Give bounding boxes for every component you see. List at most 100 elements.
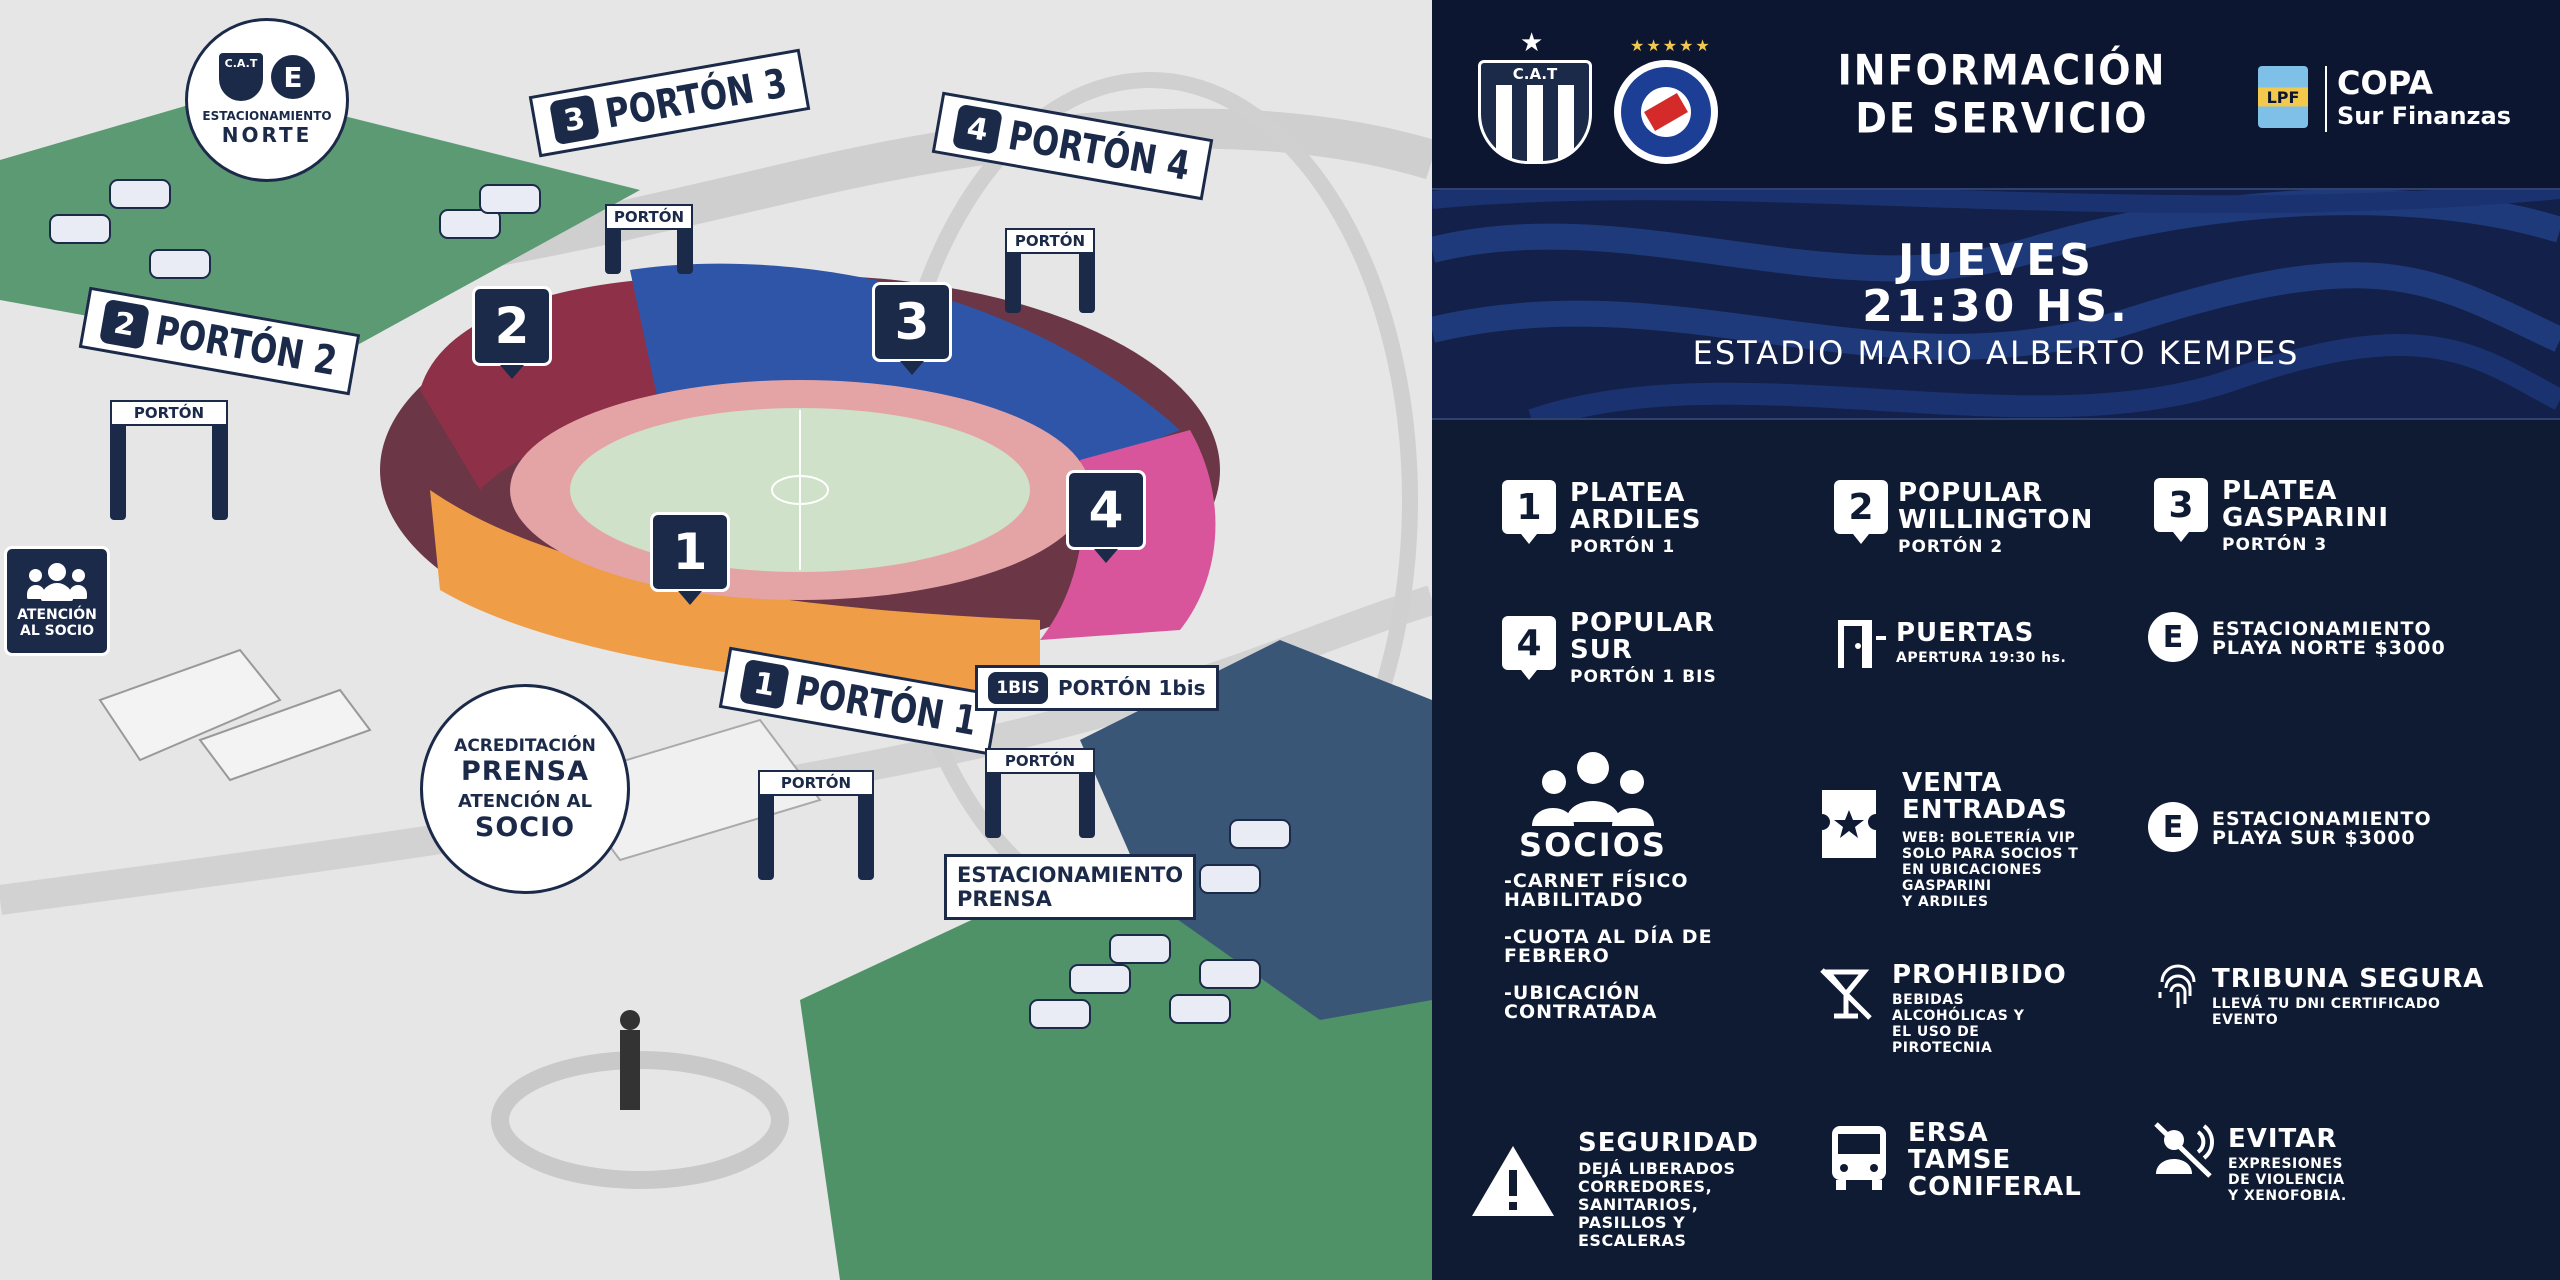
header-title: INFORMACIÓN DE SERVICIO: [1792, 46, 2212, 143]
club-shield-icon: C.A.T: [219, 53, 263, 101]
sector-line1: POPULAR: [1898, 478, 2044, 508]
prohibido-text: PIROTECNIA: [1892, 1040, 1993, 1056]
star-icon: ★: [1520, 28, 1544, 58]
parking-letter: E: [2162, 809, 2184, 845]
seguridad-text: DEJÁ LIBERADOS: [1578, 1159, 1736, 1178]
no-alcohol-icon: [1816, 964, 1876, 1024]
evitar-text: EXPRESIONES: [2228, 1156, 2344, 1172]
section-number: 4: [1088, 481, 1124, 539]
transporte-line: CONIFERAL: [1908, 1172, 2082, 1202]
gate-number: 3: [548, 94, 600, 146]
section-number: 3: [894, 293, 930, 351]
prohibido-title: PROHIBIDO: [1892, 960, 2067, 990]
match-day: JUEVES: [1898, 235, 2094, 286]
sector-gate: PORTÓN 2: [1898, 537, 2004, 557]
prohibido-text: BEBIDAS: [1892, 992, 1965, 1008]
parking-south-e-icon: E: [2148, 802, 2198, 852]
parking-letter: E: [283, 60, 303, 94]
gate-arch-3: PORTÓN: [605, 204, 693, 274]
cup-name: COPA Sur Finanzas: [2337, 64, 2511, 130]
evitar-text: DE VIOLENCIA: [2228, 1172, 2345, 1188]
sector-4: POPULAR SUR PORTÓN 1 BIS: [1570, 610, 1717, 687]
venta-text: Y ARDILES: [1902, 894, 1989, 910]
evitar-info: EVITAR EXPRESIONES DE VIOLENCIA Y XENOFO…: [2228, 1124, 2347, 1205]
parking-north-title: ESTACIONAMIENTO: [202, 109, 332, 123]
section-badge-1: 1: [650, 512, 730, 592]
tribuna-info: TRIBUNA SEGURA LLEVÁ TU DNI CERTIFICADO …: [2212, 964, 2485, 1029]
tribuna-text: EVENTO: [2212, 1012, 2279, 1028]
match-time: 21:30 HS.: [1862, 281, 2130, 332]
socios-req: FEBRERO: [1504, 945, 1610, 967]
sector-line2: WILLINGTON: [1898, 505, 2094, 535]
venta-title1: VENTA: [1902, 768, 2003, 798]
section-number: 2: [494, 297, 530, 355]
section-number: 1: [672, 523, 708, 581]
venta-text: GASPARINI: [1902, 878, 1992, 894]
warning-icon: [1468, 1142, 1558, 1220]
header-title-line2: DE SERVICIO: [1855, 93, 2149, 143]
door-icon: [1834, 616, 1890, 672]
gate-arch-label: PORTÓN: [985, 748, 1095, 774]
tribuna-title: TRIBUNA SEGURA: [2212, 964, 2485, 994]
gate-sign-1bis: 1BIS PORTÓN 1bis: [975, 665, 1219, 711]
socios-title: SOCIOS: [1518, 826, 1668, 864]
atencion-socio-badge: ATENCIÓN AL SOCIO: [4, 546, 110, 656]
sector-line1: POPULAR: [1570, 608, 1716, 638]
lpf-text: LPF: [2266, 87, 2300, 107]
gate-arch-label: PORTÓN: [758, 770, 874, 796]
prohibido-text: ALCOHÓLICAS Y: [1892, 1008, 2025, 1024]
venta-title2: ENTRADAS: [1902, 795, 2068, 825]
bus-icon: [1828, 1122, 1890, 1192]
seguridad-text: CORREDORES,: [1578, 1177, 1713, 1196]
parking-letter: E: [2162, 619, 2184, 655]
puertas-info: PUERTAS APERTURA 19:30 hs.: [1896, 620, 2066, 667]
parking-north-line1: ESTACIONAMIENTO: [2212, 618, 2432, 640]
prensa-line1: ACREDITACIÓN: [454, 735, 596, 756]
match-details: JUEVES 21:30 HS. ESTADIO MARIO ALBERTO K…: [1432, 235, 2560, 373]
sector-gate: PORTÓN 3: [2222, 535, 2328, 555]
match-info-band: JUEVES 21:30 HS. ESTADIO MARIO ALBERTO K…: [1432, 190, 2560, 420]
sector-line1: PLATEA: [1570, 478, 1686, 508]
sector-badge-1: 1: [1502, 480, 1556, 534]
gate-arch-label: PORTÓN: [110, 400, 228, 426]
band-pattern: [1432, 190, 2560, 418]
sector-3: PLATEA GASPARINI PORTÓN 3: [2222, 478, 2389, 555]
club-shield-text: C.A.T: [224, 57, 258, 70]
gate-arch-label: PORTÓN: [605, 204, 693, 230]
socios-req: -UBICACIÓN: [1504, 982, 1641, 1004]
venta-info: VENTA ENTRADAS WEB: BOLETERÍA VIP SOLO P…: [1902, 768, 2079, 911]
fingerprint-icon: [2152, 962, 2204, 1014]
sector-number: 4: [1516, 622, 1542, 664]
map-illustration: [0, 72, 1432, 1280]
sector-number: 3: [2168, 484, 2194, 526]
prensa-line4: SOCIO: [474, 811, 576, 843]
evitar-title: EVITAR: [2228, 1124, 2338, 1154]
gate-arch-4: PORTÓN: [1005, 228, 1095, 313]
transporte-line: ERSA: [1908, 1118, 1989, 1148]
gate-number: 2: [98, 298, 150, 350]
sector-badge-2: 2: [1834, 480, 1888, 534]
tribuna-text: LLEVÁ TU DNI CERTIFICADO: [2212, 996, 2441, 1012]
match-stadium: ESTADIO MARIO ALBERTO KEMPES: [1692, 334, 2300, 372]
venta-text: SOLO PARA SOCIOS T: [1902, 846, 2079, 862]
socios-title-text: SOCIOS: [1519, 826, 1667, 864]
seguridad-title: SEGURIDAD: [1578, 1128, 1759, 1158]
socios-req: CONTRATADA: [1504, 1001, 1658, 1023]
socios-people-icon: [1528, 750, 1658, 830]
prensa-sign: ACREDITACIÓN PRENSA ATENCIÓN AL SOCIO: [420, 684, 630, 894]
parking-north-line2: PLAYA NORTE $3000: [2212, 637, 2446, 659]
sector-gate: PORTÓN 1 BIS: [1570, 667, 1717, 687]
sector-line1: PLATEA: [2222, 476, 2338, 506]
gate-arch-1bis: PORTÓN: [985, 748, 1095, 838]
evitar-text: Y XENOFOBIA.: [2228, 1188, 2347, 1204]
cup-line1: COPA: [2337, 64, 2433, 102]
people-icon: [27, 563, 87, 601]
parking-south-line1: ESTACIONAMIENTO: [2212, 808, 2432, 830]
sector-2: POPULAR WILLINGTON PORTÓN 2: [1898, 480, 2093, 557]
lpf-logo: LPF: [2258, 66, 2308, 128]
stadium-map: C.A.T E ESTACIONAMIENTO NORTE 3 PORTÓN 3…: [0, 0, 1432, 1280]
sector-number: 1: [1516, 486, 1542, 528]
socios-req: -CARNET FÍSICO: [1504, 870, 1689, 892]
venta-text: WEB: BOLETERÍA VIP: [1902, 830, 2076, 846]
